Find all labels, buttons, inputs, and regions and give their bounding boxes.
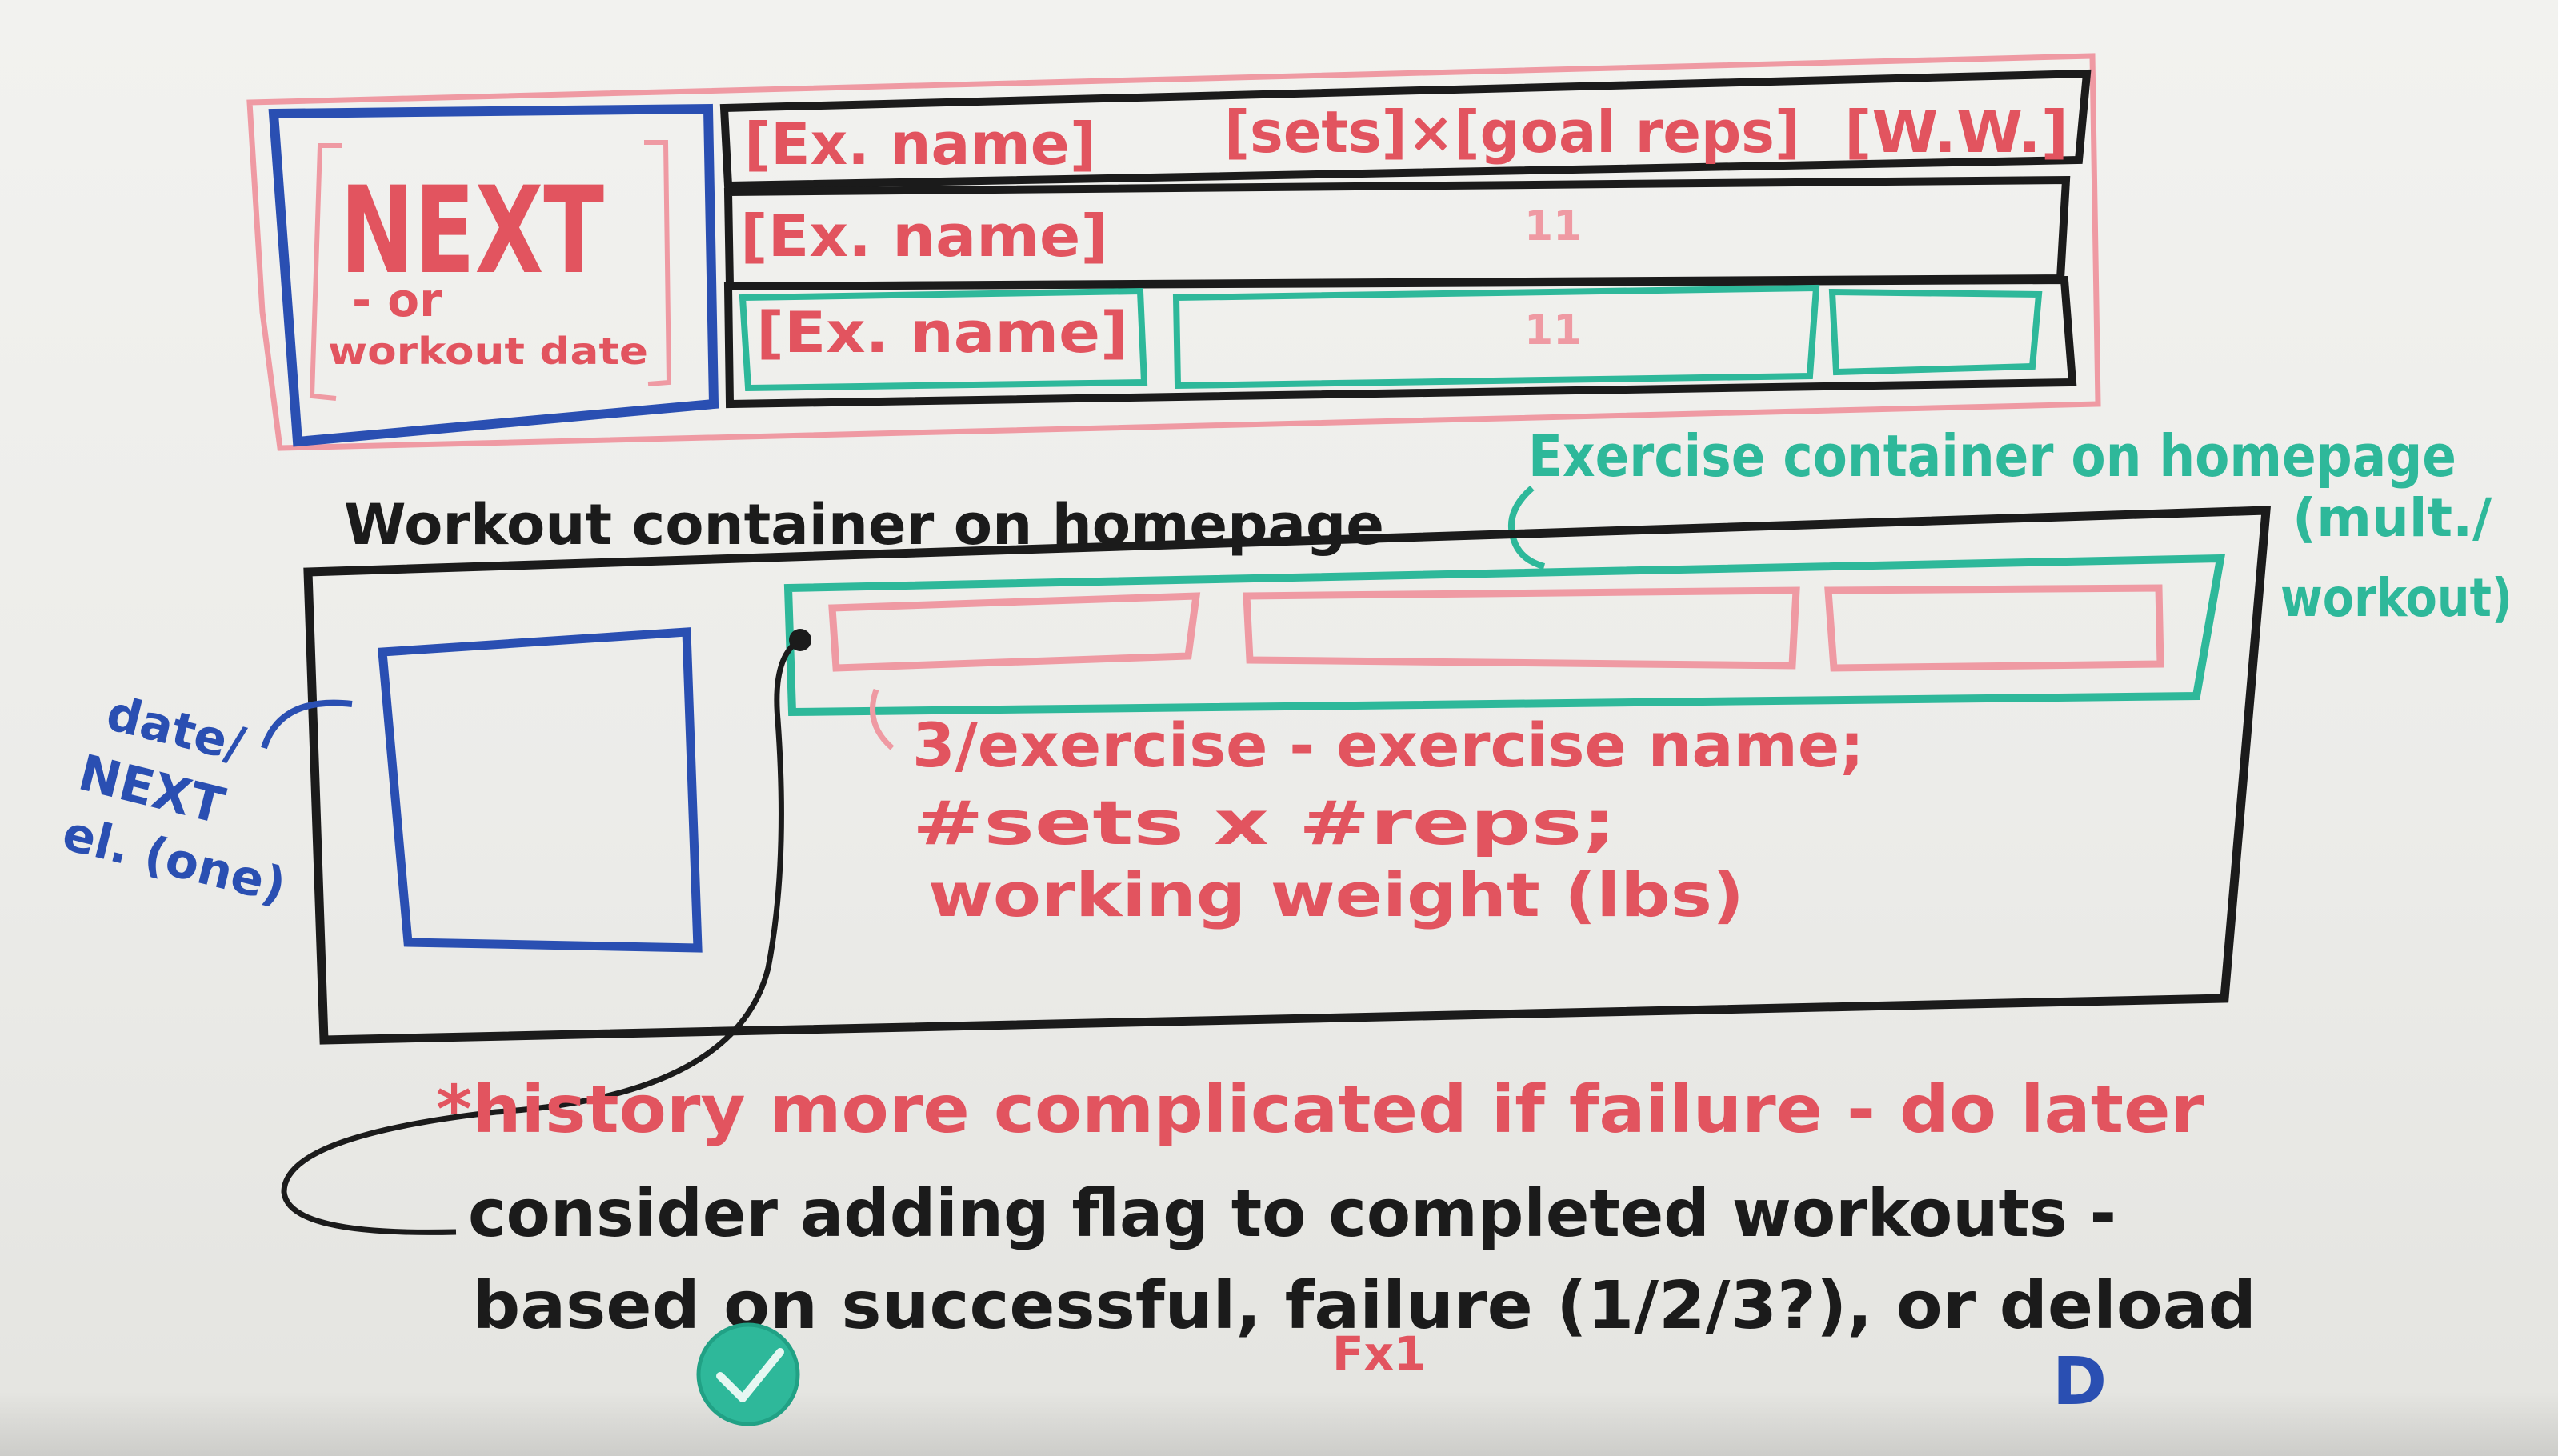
- row3-exercise-name: [Ex. name]: [756, 300, 1128, 366]
- exercise-row-3: [723, 275, 2077, 409]
- exercise-container-mult: (mult./: [2292, 487, 2492, 549]
- exercise-row-1: [719, 69, 2092, 190]
- next-right-bracket: [644, 140, 672, 386]
- exercise-detail-bracket: [870, 688, 895, 750]
- row1-exercise-name: [Ex. name]: [744, 110, 1096, 178]
- connector-dot: [789, 629, 811, 651]
- or-label: - or: [352, 273, 442, 327]
- exercise-container-workout: workout): [2280, 567, 2512, 629]
- exercise-container-label: Exercise container on homepage: [1528, 422, 2456, 490]
- failure-mark: Fx1: [1332, 1326, 1426, 1381]
- board-bottom-shadow: [0, 1392, 2558, 1456]
- history-note: *history more complicated if failure - d…: [436, 1072, 2205, 1148]
- date-next-element: [378, 627, 703, 953]
- exercise-detail-line3: working weight (lbs): [928, 859, 1744, 930]
- deload-mark: D: [2052, 1344, 2107, 1420]
- row3-name-cell: [739, 287, 1148, 392]
- exercise-container-brace: [1507, 485, 1546, 570]
- outer-pink-container: [246, 53, 2101, 451]
- flag-note-line1: consider adding flag to completed workou…: [468, 1176, 2116, 1252]
- exercise-container-box: [783, 554, 2225, 717]
- row2-ditto: 11: [1524, 202, 1582, 250]
- exercise-field-sets: [1243, 586, 1800, 670]
- exercise-container-annotation: Exercise container on homepage (mult./ w…: [1507, 422, 2512, 629]
- top-wireframe: NEXT - or workout date [Ex. name] [sets]…: [246, 53, 2101, 451]
- row3-sets-cell: [1172, 284, 1820, 390]
- flag-connector-line: [281, 637, 802, 1235]
- workout-container-box: [303, 506, 2272, 1045]
- next-label: NEXT: [340, 162, 604, 301]
- exercise-field-weight: [1824, 584, 2164, 672]
- exercise-detail-line2: #sets x #reps;: [912, 787, 1616, 858]
- exercise-field-name: [828, 592, 1201, 672]
- row3-ditto: 11: [1524, 306, 1582, 354]
- workout-date-label: workout date: [328, 330, 648, 373]
- next-date-box: [268, 103, 719, 447]
- row1-sets-reps: [sets]×[goal reps]: [1224, 98, 1800, 166]
- notes: *history more complicated if failure - d…: [281, 629, 2256, 1426]
- date-next-pointer: [261, 699, 353, 750]
- workout-container-label: Workout container on homepage: [344, 492, 1384, 558]
- row1-working-weight: [W.W.]: [1844, 98, 2068, 166]
- row3-weight-cell: [1828, 288, 2043, 376]
- checkmark-icon: [696, 1322, 800, 1426]
- next-left-bracket: [309, 143, 342, 401]
- row2-exercise-name: [Ex. name]: [740, 202, 1108, 270]
- workout-container-diagram: Workout container on homepage 3/exercise…: [57, 492, 2272, 1045]
- exercise-detail-line1: 3/exercise - exercise name;: [912, 710, 1864, 781]
